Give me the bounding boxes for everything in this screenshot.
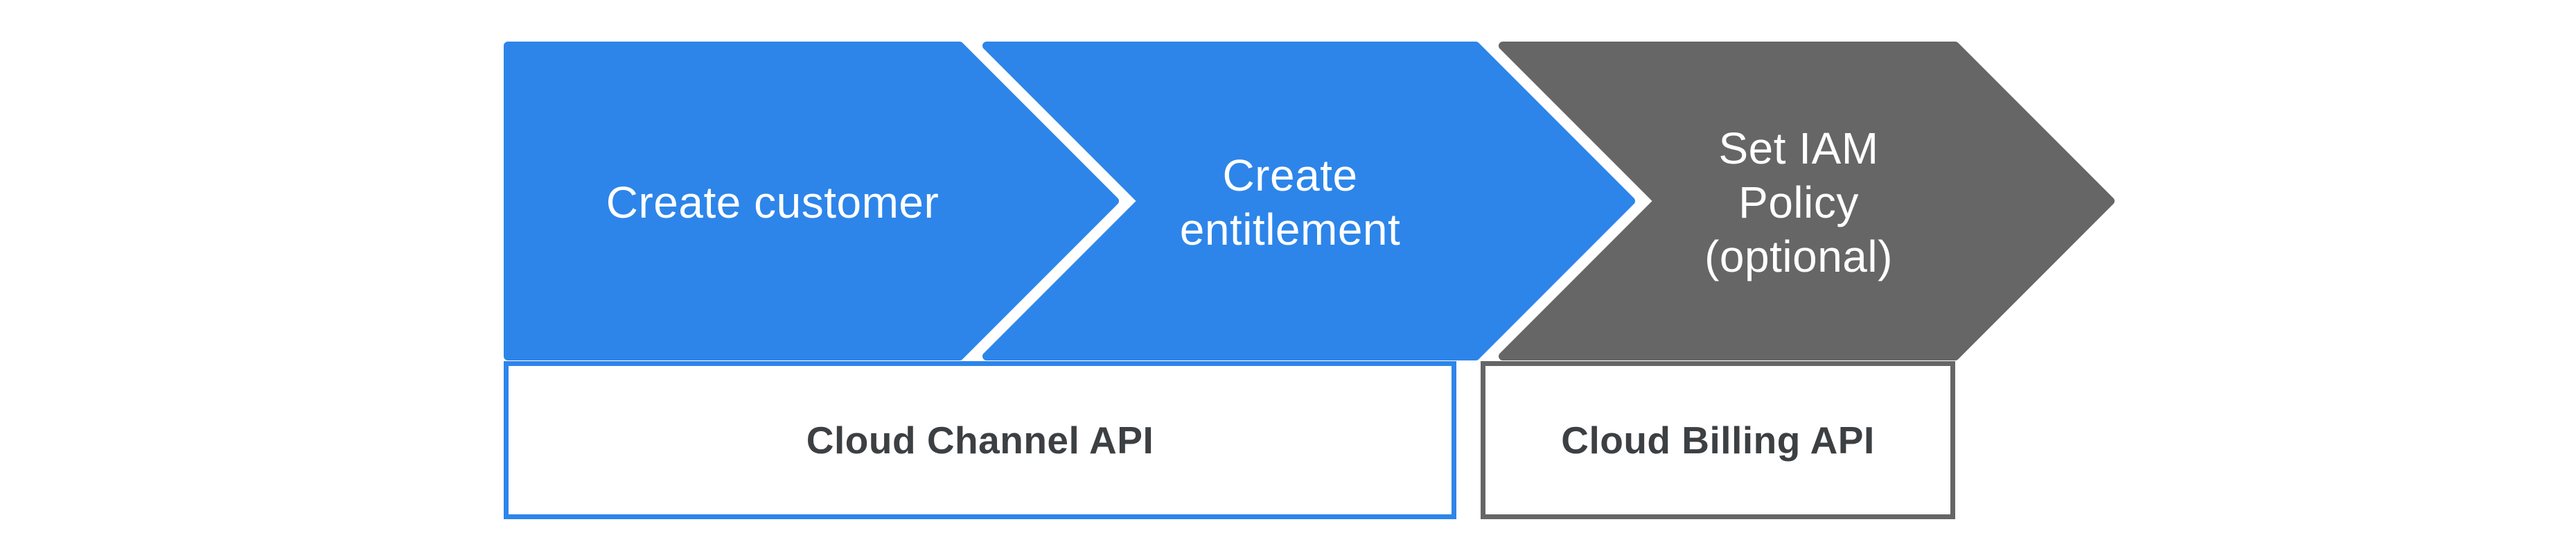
- api-label-cloud-channel: Cloud Channel API: [806, 419, 1154, 462]
- step-label-set-iam-policy: Set IAM Policy (optional): [1704, 123, 1893, 281]
- step-label-create-customer: Create customer: [606, 177, 939, 227]
- api-box-cloud-channel: Cloud Channel API: [504, 361, 1456, 519]
- chevron-set-iam-policy: [1499, 42, 2115, 360]
- chevron-create-customer: [504, 42, 1119, 360]
- api-box-cloud-billing: Cloud Billing API: [1481, 361, 1955, 519]
- step-label-create-entitlement: Create entitlement: [1179, 150, 1401, 254]
- chevron-create-entitlement: [982, 42, 1635, 360]
- api-label-cloud-billing: Cloud Billing API: [1561, 419, 1875, 462]
